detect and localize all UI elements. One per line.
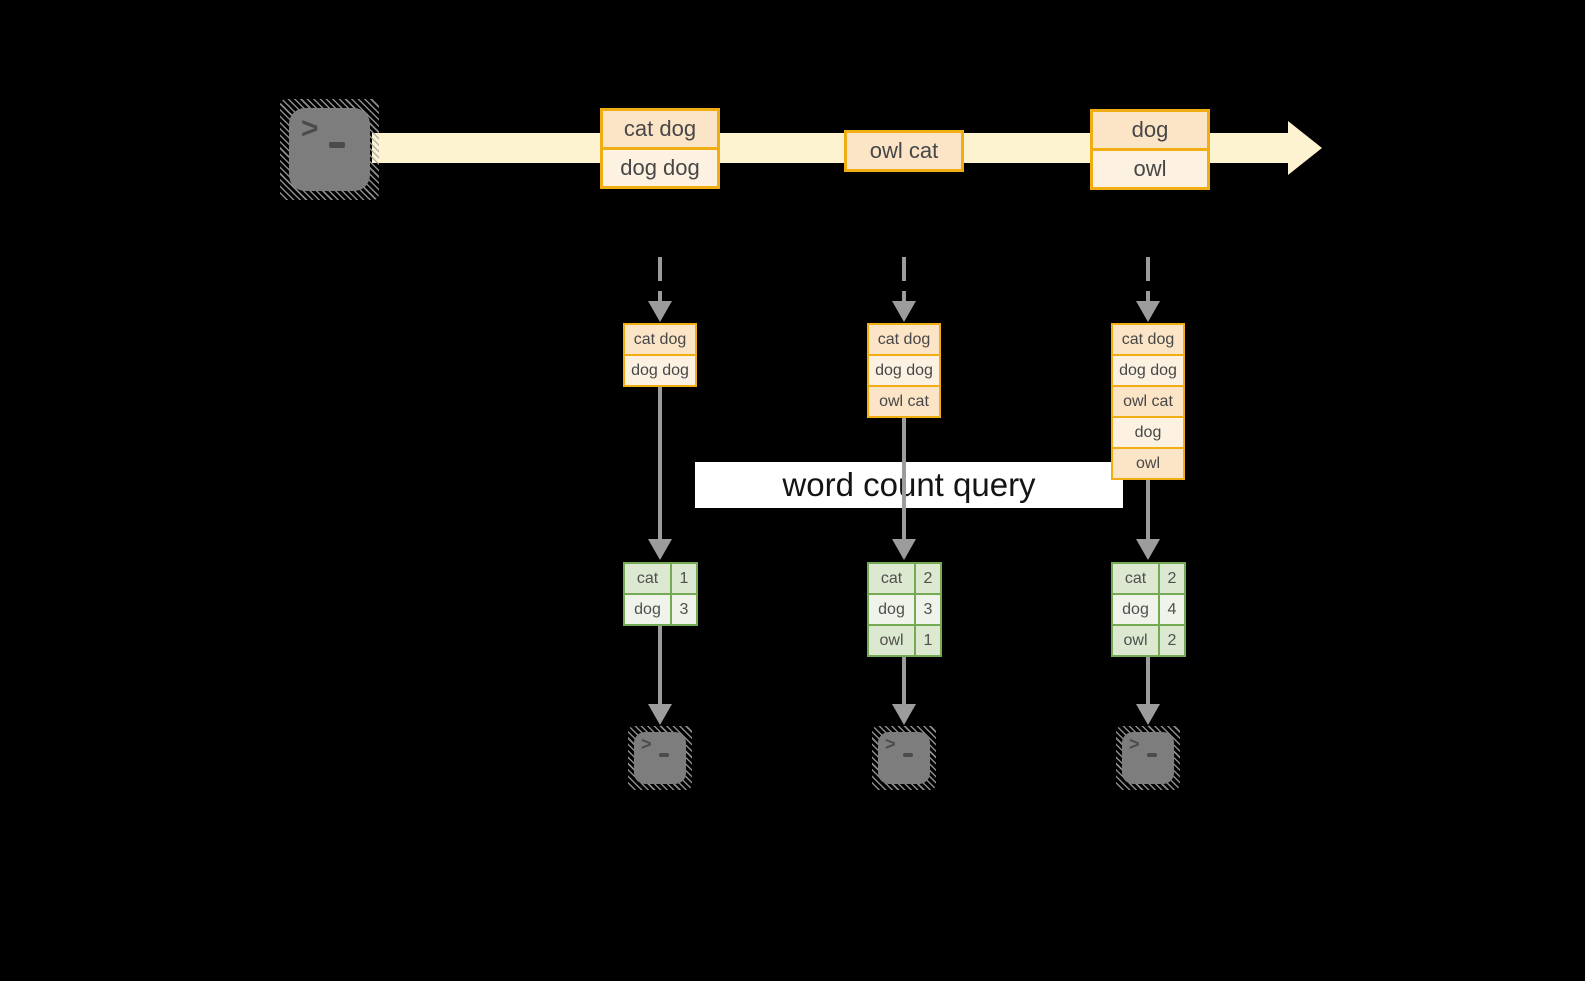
arrowhead-icon bbox=[892, 539, 916, 560]
word-cell: owl bbox=[1113, 626, 1158, 655]
word-cell: cat bbox=[625, 564, 670, 593]
event-text: dog bbox=[1113, 416, 1183, 447]
query-label: word count query bbox=[782, 466, 1036, 503]
event-text: owl cat bbox=[1113, 385, 1183, 416]
event-text: owl cat bbox=[847, 133, 961, 169]
word-cell: owl bbox=[869, 626, 914, 655]
event-text: dog dog bbox=[603, 147, 717, 186]
event-text: dog dog bbox=[625, 354, 695, 385]
terminal-consumer-icon-2: > bbox=[872, 726, 936, 790]
arrow-line bbox=[1146, 657, 1150, 704]
event-text: dog bbox=[1093, 112, 1207, 148]
word-cell: dog bbox=[1113, 595, 1158, 624]
terminal-screen: > bbox=[1122, 732, 1174, 784]
arrowhead-icon bbox=[648, 704, 672, 725]
arrowhead-icon bbox=[648, 539, 672, 560]
word-cell: cat bbox=[869, 564, 914, 593]
dashed-arrow-line bbox=[902, 257, 906, 301]
dashed-arrowhead-icon bbox=[892, 301, 916, 322]
count-cell: 2 bbox=[916, 564, 940, 593]
dashed-arrowhead-icon bbox=[1136, 301, 1160, 322]
arrowhead-icon bbox=[1136, 704, 1160, 725]
terminal-consumer-icon-3: > bbox=[1116, 726, 1180, 790]
arrow-line bbox=[658, 626, 662, 704]
accumulated-events-box-1: cat dog dog dog bbox=[623, 323, 697, 387]
prompt-cursor-icon bbox=[329, 142, 345, 148]
terminal-screen: > bbox=[289, 108, 370, 191]
event-text: cat dog bbox=[869, 325, 939, 354]
word-count-table-1: cat 1 dog 3 bbox=[623, 562, 698, 626]
terminal-screen: > bbox=[634, 732, 686, 784]
terminal-consumer-icon-1: > bbox=[628, 726, 692, 790]
event-text: owl bbox=[1113, 447, 1183, 478]
word-cell: dog bbox=[869, 595, 914, 624]
stream-event-box-1: cat dog dog dog bbox=[600, 108, 720, 189]
arrowhead-icon bbox=[1136, 539, 1160, 560]
count-cell: 1 bbox=[672, 564, 696, 593]
event-text: cat dog bbox=[625, 325, 695, 354]
stream-arrowhead-icon bbox=[1288, 121, 1322, 175]
dashed-arrow-line bbox=[1146, 257, 1150, 301]
arrow-line bbox=[658, 387, 662, 539]
event-text: owl bbox=[1093, 148, 1207, 187]
count-cell: 3 bbox=[916, 595, 940, 624]
prompt-chevron-icon: > bbox=[301, 112, 319, 145]
accumulated-events-box-3: cat dog dog dog owl cat dog owl bbox=[1111, 323, 1185, 480]
event-text: cat dog bbox=[1113, 325, 1183, 354]
arrow-line bbox=[902, 657, 906, 704]
word-cell: dog bbox=[625, 595, 670, 624]
count-cell: 3 bbox=[672, 595, 696, 624]
count-cell: 2 bbox=[1160, 626, 1184, 655]
prompt-chevron-icon: > bbox=[1129, 734, 1140, 754]
dashed-arrow-line bbox=[658, 257, 662, 301]
count-cell: 2 bbox=[1160, 564, 1184, 593]
prompt-chevron-icon: > bbox=[885, 734, 896, 754]
stream-event-box-2: owl cat bbox=[844, 130, 964, 172]
word-count-table-2: cat 2 dog 3 owl 1 bbox=[867, 562, 942, 657]
arrowhead-icon bbox=[892, 704, 916, 725]
terminal-source-icon: > bbox=[280, 99, 379, 200]
dashed-arrowhead-icon bbox=[648, 301, 672, 322]
prompt-cursor-icon bbox=[659, 753, 669, 757]
word-cell: cat bbox=[1113, 564, 1158, 593]
prompt-cursor-icon bbox=[903, 753, 913, 757]
query-band: word count query bbox=[695, 462, 1123, 508]
count-cell: 4 bbox=[1160, 595, 1184, 624]
count-cell: 1 bbox=[916, 626, 940, 655]
arrow-line bbox=[1146, 480, 1150, 539]
event-text: dog dog bbox=[1113, 354, 1183, 385]
stream-event-box-3: dog owl bbox=[1090, 109, 1210, 190]
prompt-chevron-icon: > bbox=[641, 734, 652, 754]
event-text: owl cat bbox=[869, 385, 939, 416]
event-text: cat dog bbox=[603, 111, 717, 147]
event-text: dog dog bbox=[869, 354, 939, 385]
terminal-screen: > bbox=[878, 732, 930, 784]
arrow-line bbox=[902, 418, 906, 539]
accumulated-events-box-2: cat dog dog dog owl cat bbox=[867, 323, 941, 418]
prompt-cursor-icon bbox=[1147, 753, 1157, 757]
word-count-table-3: cat 2 dog 4 owl 2 bbox=[1111, 562, 1186, 657]
